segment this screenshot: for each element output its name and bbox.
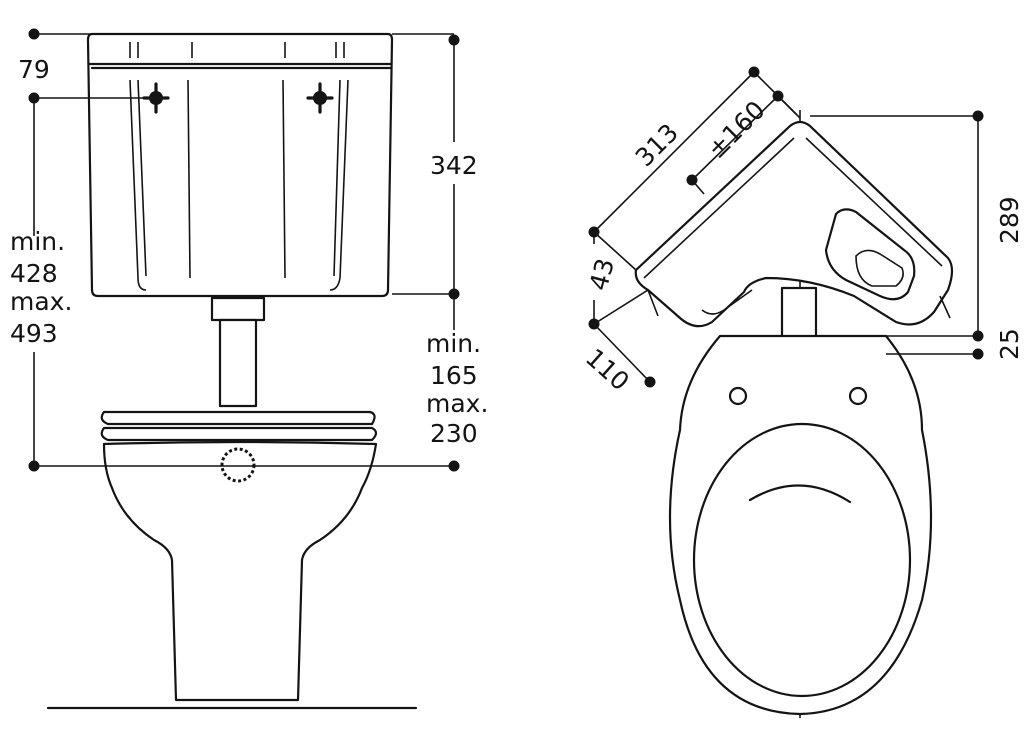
dim-label-110: 110: [580, 343, 635, 396]
front-elevation-view: 79 342 min. 428 max. 493 min. 165 max. 2…: [10, 28, 488, 710]
dim-label-493: 493: [10, 319, 58, 348]
pan-outlet-circle: [220, 447, 256, 483]
seat-hinge-left: [728, 386, 748, 406]
dim-label-25: 25: [995, 328, 1024, 360]
dim-label-230: 230: [430, 419, 478, 448]
dim-label-428: 428: [10, 259, 58, 288]
dim-label-min-pan: min.: [426, 329, 481, 358]
seat-hinge-right: [848, 386, 868, 406]
dim-label-165: 165: [430, 361, 478, 390]
fixing-point-right: [306, 82, 334, 114]
dim-label-313: 313: [630, 118, 684, 172]
bowl-opening: [692, 422, 912, 698]
plan-toilet-bowl: [668, 334, 933, 716]
bowl-arc: [748, 484, 852, 504]
dim-label-289: 289: [995, 196, 1024, 244]
front-dimension-lines: [28, 28, 460, 472]
dim-label-342: 342: [430, 151, 478, 180]
flush-button: [824, 208, 916, 301]
front-flush-pipe: [210, 296, 266, 408]
dim-label-min-fixing: min.: [10, 227, 65, 256]
plan-dimension-lines: [588, 66, 984, 388]
dim-label-max-fixing: max.: [10, 287, 72, 316]
plan-view: 313 ±160 43 110 289 25: [580, 66, 1024, 718]
dim-label-max-pan: max.: [426, 389, 488, 418]
plan-corner-cistern: [634, 120, 954, 354]
dim-label-79: 79: [18, 55, 50, 84]
front-cistern-tank: [86, 32, 394, 298]
dim-label-43: 43: [584, 255, 620, 293]
front-toilet-pan: [100, 410, 378, 702]
